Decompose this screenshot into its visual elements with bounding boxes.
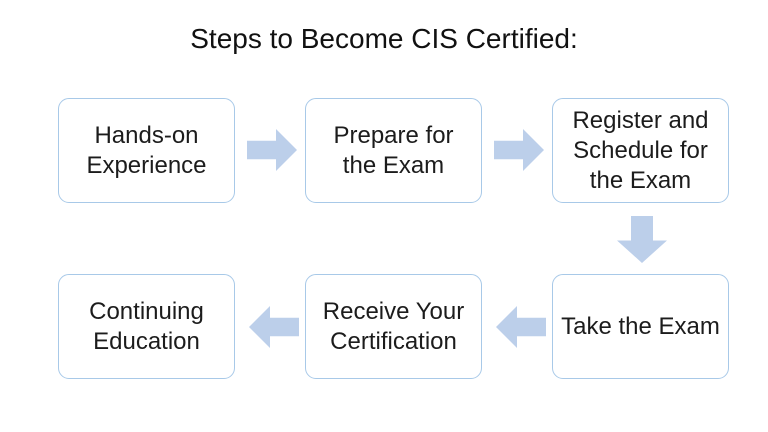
step-label: Hands-on Experience (86, 121, 207, 179)
step-box-prepare-for-exam: Prepare for the Exam (305, 98, 482, 203)
step-box-hands-on-experience: Hands-on Experience (58, 98, 235, 203)
step-label: Prepare for the Exam (333, 121, 454, 179)
step-box-register-and-schedule: Register and Schedule for the Exam (552, 98, 729, 203)
step-label: Register and Schedule for the Exam (572, 106, 709, 194)
flow-arrow-left-1-icon (496, 306, 546, 348)
step-box-continuing-education: Continuing Education (58, 274, 235, 379)
step-label: Receive Your Certification (322, 297, 465, 355)
step-label: Take the Exam (561, 312, 720, 340)
flow-arrow-right-1-icon (247, 129, 297, 171)
step-box-receive-certification: Receive Your Certification (305, 274, 482, 379)
flow-arrow-right-2-icon (494, 129, 544, 171)
diagram-title: Steps to Become CIS Certified: (190, 23, 578, 54)
step-label: Continuing Education (89, 297, 204, 355)
flow-arrow-left-2-icon (249, 306, 299, 348)
flow-arrow-down-icon (617, 216, 667, 263)
step-box-take-the-exam: Take the Exam (552, 274, 729, 379)
